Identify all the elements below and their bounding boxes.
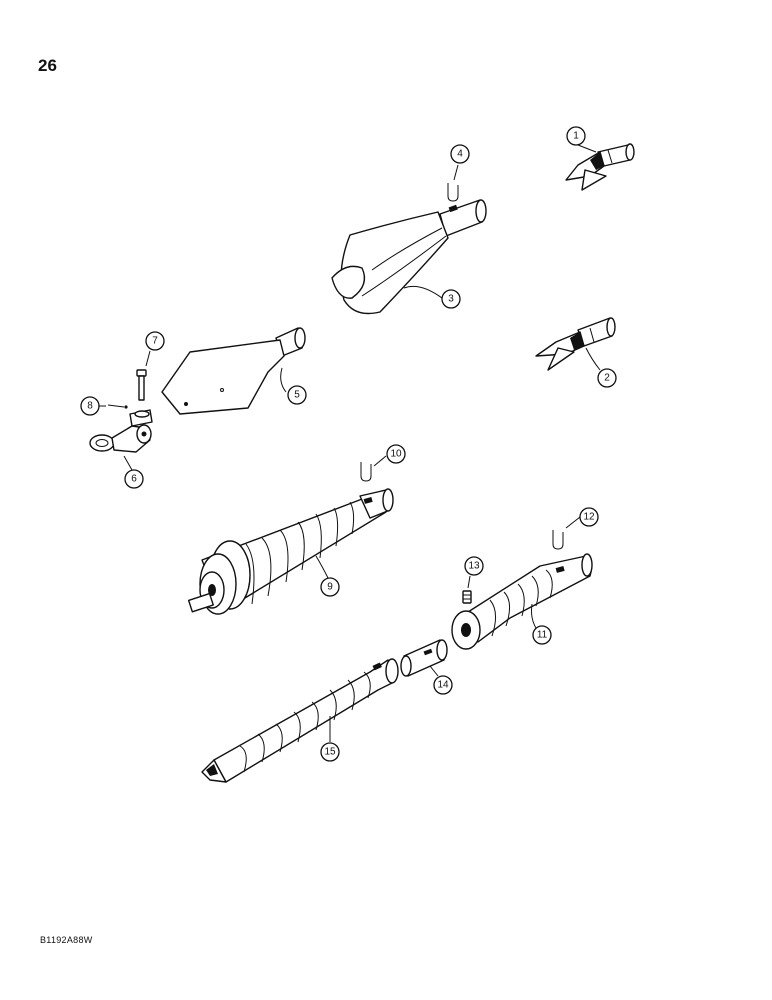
belled-scoop-icon [331,199,487,315]
callout-6: 6 [124,469,144,489]
leader-line-14 [429,665,439,677]
callout-10: 10 [386,444,406,464]
pilot-auger-icon [201,658,399,783]
leader-line-11 [531,603,537,629]
leader-line-5 [280,367,287,393]
callout-label: 4 [457,149,463,160]
callout-label: 14 [437,680,449,691]
coupling-sleeve-icon [400,639,448,677]
callout-label: 2 [604,373,610,384]
bolt-icon [136,369,147,401]
leader-line-1 [577,144,597,153]
leader-line-7 [145,350,151,367]
callout-9: 9 [320,577,340,597]
callout-label: 1 [573,131,579,142]
leader-line-10 [373,455,387,467]
callout-15: 15 [320,742,340,762]
leader-line-3 [403,285,443,299]
callout-label: 8 [87,401,93,412]
callout-label: 15 [324,747,336,758]
tapered-auger-icon [187,488,394,615]
retaining-clip-icon [447,183,459,202]
callout-label: 5 [294,390,300,401]
callout-2: 2 [597,368,617,388]
callout-label: 13 [468,561,480,572]
callout-label: 9 [327,582,333,593]
retaining-clip-icon [360,462,372,482]
callout-12: 12 [579,507,599,527]
callout-14: 14 [433,675,453,695]
retaining-clip-icon [552,530,564,550]
page-number: 26 [38,56,57,75]
callout-5: 5 [287,385,307,405]
callout-1: 1 [566,126,586,146]
callout-label: 10 [390,449,402,460]
swivel-clevis-icon [89,409,153,453]
callout-8: 8 [80,396,100,416]
callout-7: 7 [145,331,165,351]
callout-4: 4 [450,144,470,164]
callout-label: 11 [537,630,548,641]
callout-13: 13 [464,556,484,576]
callout-label: 12 [583,512,595,523]
callout-3: 3 [441,289,461,309]
callout-label: 7 [152,336,158,347]
leader-line-6 [123,455,133,471]
flat-spade-icon [161,327,306,415]
leader-line-12 [565,516,581,529]
auger-tooth-icon [565,143,635,191]
callout-label: 3 [448,294,454,305]
auger-tooth-icon [535,317,616,371]
leader-line-13 [467,575,471,589]
callout-11: 11 [532,625,552,645]
leader-line-2 [585,347,601,371]
callout-label: 6 [131,474,137,485]
leader-line-4 [453,164,459,181]
cotter-pin-icon [107,404,128,409]
leader-line-9 [315,555,329,579]
figure-code: B1192A88W [40,935,93,945]
auger-section-icon [451,553,593,650]
set-screw-icon [462,590,472,604]
